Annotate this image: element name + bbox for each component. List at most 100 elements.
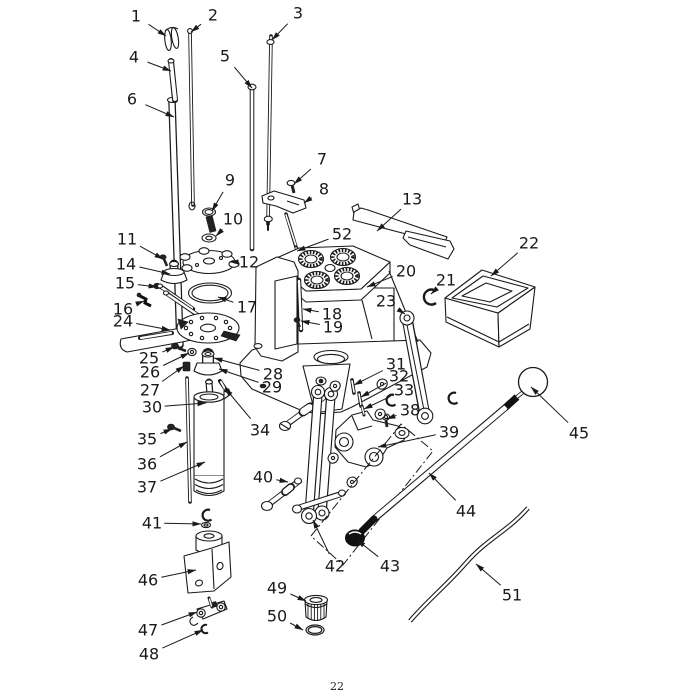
- callout-20: 20: [366, 262, 416, 288]
- callout-19: 19: [300, 318, 343, 337]
- callout-41: 41: [142, 514, 202, 533]
- callout-number-32: 32: [389, 367, 409, 386]
- primer-seat-rod: [296, 277, 304, 333]
- callout-number-20: 20: [396, 262, 416, 281]
- callout-49: 49: [267, 579, 307, 602]
- mount-bracket: [183, 530, 232, 594]
- callout-number-33: 33: [394, 381, 414, 400]
- callout-9: 9: [211, 171, 235, 212]
- platform-plate: [119, 312, 241, 353]
- callout-number-28: 28: [263, 365, 283, 384]
- callout-38: 38: [386, 401, 420, 420]
- callout-number-3: 3: [293, 4, 303, 23]
- callout-27: 27: [140, 365, 185, 400]
- callout-26: 26: [140, 352, 190, 382]
- callout-15: 15: [115, 274, 158, 293]
- toggle-links: [291, 384, 347, 525]
- return-rod: [185, 376, 192, 504]
- callout-number-44: 44: [456, 502, 476, 521]
- callout-number-11: 11: [117, 230, 137, 249]
- wire-clip: [164, 26, 180, 51]
- callout-number-52: 52: [332, 225, 352, 244]
- callout-21: 21: [430, 271, 456, 295]
- callout-number-47: 47: [138, 621, 158, 640]
- callout-number-6: 6: [127, 90, 137, 109]
- callout-6: 6: [127, 90, 175, 118]
- clamp-bolt: [286, 179, 296, 194]
- page-number: 22: [330, 680, 344, 693]
- callout-48: 48: [139, 629, 204, 664]
- callout-1: 1: [131, 7, 167, 37]
- callout-5: 5: [220, 47, 253, 89]
- callout-52: 52: [296, 225, 352, 252]
- retaining-clip-washer: [200, 508, 213, 529]
- callout-45: 45: [530, 386, 589, 443]
- callout-number-50: 50: [267, 607, 287, 626]
- callout-number-46: 46: [138, 571, 158, 590]
- callout-number-10: 10: [223, 210, 243, 229]
- callout-13: 13: [376, 190, 422, 232]
- callout-28: 28: [213, 357, 283, 384]
- c-clip-right: [447, 391, 459, 405]
- actuator-rod: [247, 83, 257, 252]
- shoulder-bolt: [201, 207, 217, 233]
- callout-25: 25: [139, 346, 175, 368]
- c-clip-upper: [422, 288, 437, 306]
- callout-16: 16: [113, 300, 145, 319]
- callout-3: 3: [271, 4, 303, 41]
- callout-number-24: 24: [113, 312, 133, 331]
- frame-window: [274, 275, 298, 350]
- callout-number-31: 31: [386, 355, 406, 374]
- shell-plate-disc: [179, 247, 240, 275]
- ram-bushing: [193, 348, 223, 376]
- toolhead-die-holes: [297, 247, 361, 290]
- callout-number-7: 7: [317, 150, 327, 169]
- connecting-link: [399, 310, 434, 425]
- callout-14: 14: [116, 255, 171, 275]
- primer-rod-left: [187, 28, 196, 211]
- callout-number-8: 8: [319, 180, 329, 199]
- primer-rod-right: [263, 34, 275, 231]
- callout-43: 43: [356, 539, 400, 576]
- c-clip-small: [200, 623, 209, 635]
- callout-number-12: 12: [239, 253, 259, 272]
- callout-number-37: 37: [137, 478, 157, 497]
- callout-11: 11: [117, 230, 164, 260]
- callout-51: 51: [475, 563, 522, 605]
- callout-30: 30: [142, 398, 207, 417]
- callout-number-34: 34: [250, 421, 270, 440]
- flat-washer: [201, 233, 217, 243]
- callout-4: 4: [129, 48, 172, 72]
- callout-number-39: 39: [439, 423, 459, 442]
- callout-number-17: 17: [237, 298, 257, 317]
- knurled-bushing: [303, 594, 329, 622]
- callout-12: 12: [229, 253, 259, 272]
- callout-number-4: 4: [129, 48, 139, 67]
- link-bolt: [260, 477, 303, 512]
- o-ring-small: [305, 624, 325, 636]
- callout-10: 10: [215, 210, 243, 237]
- callout-35: 35: [137, 428, 173, 449]
- set-screw-small: [159, 254, 169, 267]
- callout-number-21: 21: [436, 271, 456, 290]
- callout-number-42: 42: [325, 557, 345, 576]
- callout-8: 8: [303, 180, 329, 204]
- callout-31: 31: [353, 355, 406, 386]
- callout-number-26: 26: [140, 363, 160, 382]
- callout-number-49: 49: [267, 579, 287, 598]
- callout-number-51: 51: [502, 586, 522, 605]
- callout-number-14: 14: [116, 255, 136, 274]
- callout-46: 46: [138, 569, 197, 590]
- callout-24: 24: [113, 312, 171, 331]
- spring-screw: [167, 423, 182, 433]
- callout-23: 23: [376, 292, 406, 315]
- callout-number-38: 38: [400, 401, 420, 420]
- callout-39: 39: [377, 423, 459, 448]
- callout-number-15: 15: [115, 274, 135, 293]
- callout-17: 17: [217, 296, 257, 317]
- callout-42: 42: [312, 519, 345, 576]
- callout-47: 47: [138, 611, 198, 640]
- callout-40: 40: [253, 468, 289, 487]
